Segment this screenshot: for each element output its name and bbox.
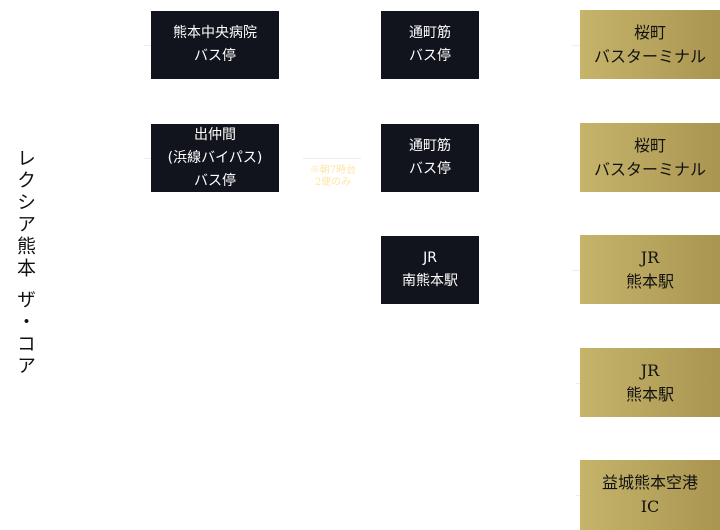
connector-line: [144, 45, 151, 46]
destination-mashiki-airport-ic: 益城熊本空港 IC: [580, 460, 720, 530]
origin-stop-kumamoto-central-hospital: 熊本中央病院 バス停: [151, 11, 279, 79]
connector-line: [144, 158, 151, 159]
route-note: ※朝7時台 2便のみ: [309, 165, 357, 188]
connector-line: [576, 495, 580, 496]
connector-line: [572, 270, 580, 271]
destination-sakuramachi: 桜町 バスターミナル: [580, 123, 720, 192]
connector-line: [303, 158, 361, 159]
origin-stop-denchuma: 出仲間 (浜線バイパス) バス停: [151, 124, 279, 192]
destination-sakuramachi: 桜町 バスターミナル: [580, 10, 720, 79]
via-stop-torichosuji: 通町筋 バス停: [381, 11, 479, 79]
via-stop-minami-kumamoto: JR 南熊本駅: [381, 236, 479, 304]
connector-line: [576, 383, 580, 384]
property-title: レクシア熊本 ザ・コア: [14, 148, 36, 378]
via-stop-torichosuji: 通町筋 バス停: [381, 124, 479, 192]
destination-jr-kumamoto: JR 熊本駅: [580, 235, 720, 304]
destination-jr-kumamoto: JR 熊本駅: [580, 348, 720, 417]
connector-line: [572, 45, 580, 46]
